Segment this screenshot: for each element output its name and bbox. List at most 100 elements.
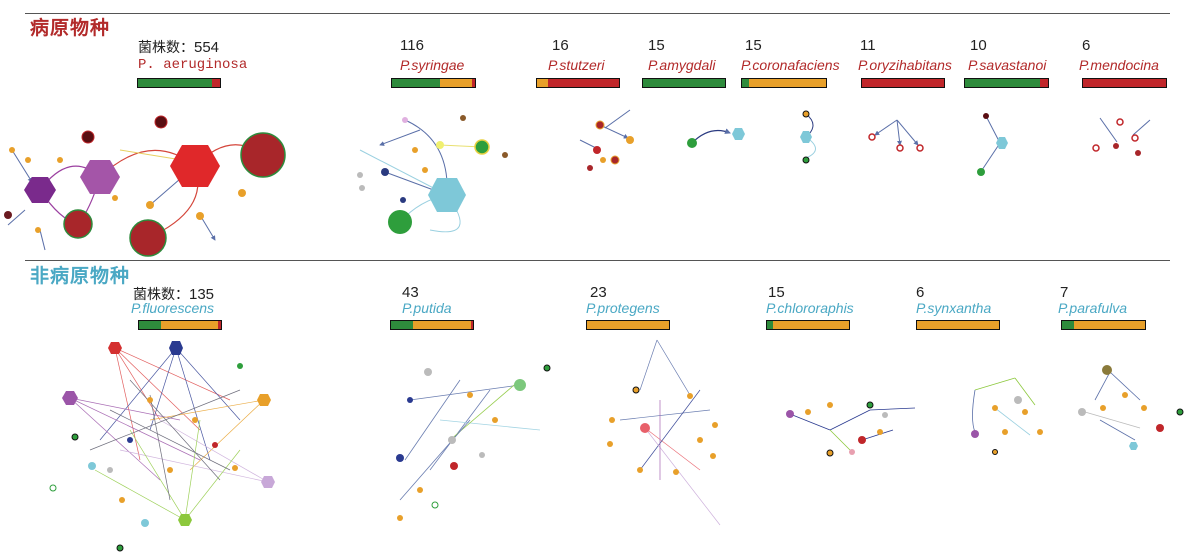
bar-segment-orange <box>537 79 548 87</box>
network-node <box>4 211 12 219</box>
network-node <box>827 402 833 408</box>
bar-segment-red <box>471 79 475 87</box>
network-node <box>587 165 593 171</box>
network-node <box>632 386 640 394</box>
network-node <box>422 167 428 173</box>
network-node <box>116 544 124 552</box>
network-node <box>697 437 703 443</box>
network-node <box>25 157 31 163</box>
network-node <box>492 417 498 423</box>
species-count: 菌株数：135 <box>133 286 215 303</box>
network-node <box>1078 408 1086 416</box>
network-node <box>607 441 613 447</box>
bar-segment-red <box>211 79 220 87</box>
bar-segment-green <box>965 79 1040 87</box>
network-node <box>474 139 490 155</box>
bar-segment-red <box>471 321 473 329</box>
network-node <box>88 462 96 470</box>
network-edge <box>644 427 721 526</box>
network-node <box>388 210 412 234</box>
network-edge <box>409 384 521 401</box>
network-edge <box>1109 371 1141 401</box>
species-name: P.syringae <box>400 57 465 73</box>
network-edge <box>1099 117 1118 143</box>
network-node <box>802 110 810 118</box>
network-node <box>407 397 413 403</box>
network-edge <box>404 379 461 461</box>
network-syringae <box>357 115 508 234</box>
network-node <box>858 436 866 444</box>
network-node <box>424 368 432 376</box>
bar-segment-orange <box>440 79 472 87</box>
network-edge <box>656 339 691 396</box>
network-chlororaphis <box>786 401 916 457</box>
network-edge <box>11 149 33 183</box>
network-coronafaciens <box>800 110 816 164</box>
species-count: 11 <box>860 37 876 54</box>
network-edge <box>829 409 871 431</box>
network-node <box>866 401 874 409</box>
network-node <box>514 379 526 391</box>
species-count: 16 <box>552 37 569 54</box>
network-edge <box>175 347 241 421</box>
network-node <box>178 514 192 526</box>
network-edge <box>129 379 221 481</box>
strain-bar <box>391 78 476 88</box>
network-node <box>1156 424 1164 432</box>
network-node <box>170 145 220 187</box>
network-node <box>35 227 41 233</box>
network-node <box>609 417 615 423</box>
species-count: 116 <box>400 37 424 54</box>
network-node <box>359 185 365 191</box>
network-aeruginosa <box>4 115 286 257</box>
network-edge <box>199 214 216 241</box>
network-edge <box>619 409 711 421</box>
strain-bar <box>137 78 221 88</box>
network-edge <box>639 339 658 391</box>
network-node <box>154 115 168 129</box>
bar-segment-orange <box>1074 321 1145 329</box>
network-node <box>62 391 78 405</box>
network-edge <box>94 469 186 521</box>
network-node <box>849 449 855 455</box>
network-node <box>460 115 466 121</box>
network-node <box>147 397 153 403</box>
network-node <box>543 364 551 372</box>
network-edge <box>974 377 1016 391</box>
network-node <box>1176 408 1184 416</box>
network-edge <box>439 419 541 431</box>
species-name: P.putida <box>402 300 452 316</box>
network-edge <box>114 347 161 421</box>
network-edge <box>874 119 898 136</box>
network-edge <box>896 119 919 146</box>
network-node <box>129 219 167 257</box>
species-name: P.synxantha <box>916 300 992 316</box>
bar-segment-green <box>767 321 773 329</box>
network-node <box>381 168 389 176</box>
strain-bar <box>138 320 222 330</box>
network-node <box>1100 405 1106 411</box>
network-edge <box>789 413 831 431</box>
network-stutzeri <box>579 109 634 171</box>
network-node <box>805 409 811 415</box>
network-node <box>400 197 406 203</box>
network-node <box>593 146 601 154</box>
network-edge <box>972 389 976 433</box>
strain-bar <box>964 78 1049 88</box>
network-edge <box>184 449 241 521</box>
network-node <box>786 410 794 418</box>
network-node <box>1014 396 1022 404</box>
network-edge <box>639 389 701 471</box>
species-name: P.fluorescens <box>131 300 215 316</box>
network-edge <box>861 429 894 441</box>
strain-bar <box>1082 78 1167 88</box>
network-node <box>49 484 57 492</box>
network-edge <box>175 347 211 461</box>
network-edge <box>429 389 491 471</box>
network-fluorescens <box>49 341 275 552</box>
network-edge <box>184 419 201 521</box>
network-node <box>428 178 466 212</box>
species-name: P.oryzihabitans <box>858 57 952 73</box>
network-node <box>600 157 606 163</box>
network-node <box>57 157 63 163</box>
